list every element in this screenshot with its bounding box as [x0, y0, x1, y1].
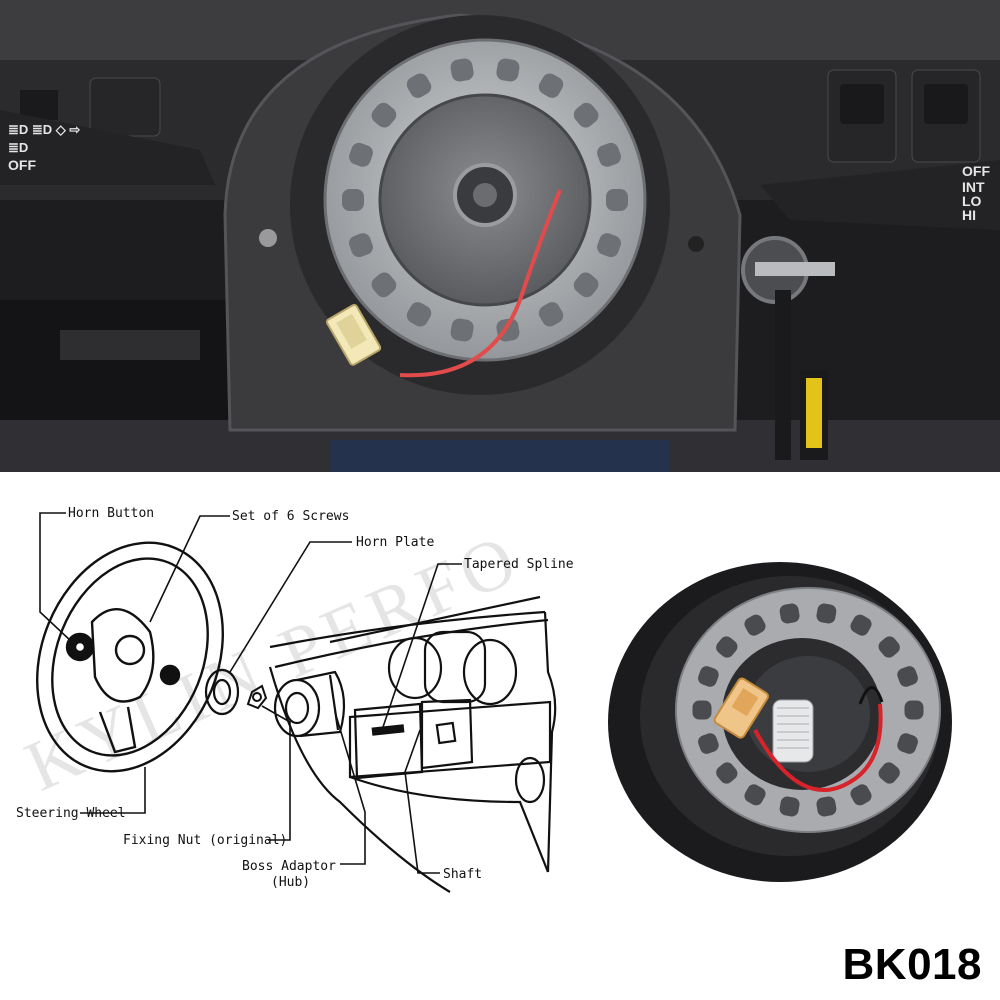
bolt-hole — [349, 142, 373, 167]
bolt-hole — [897, 733, 918, 754]
bolt-hole — [573, 102, 599, 128]
bolt-hole — [406, 73, 432, 98]
bolt-hole — [538, 73, 564, 98]
right-stalk-lo: LO — [962, 193, 982, 209]
right-stalk-int: INT — [962, 179, 985, 195]
bolt-hole — [450, 58, 474, 82]
bolt-hole — [878, 762, 900, 784]
left-stalk-line2: ≣D — [8, 140, 28, 155]
leader-lines — [39, 512, 462, 874]
bolt-hole — [371, 102, 397, 128]
installation-diagram: KYLIN PERFO — [0, 472, 1000, 1000]
label-fixing-nut: Fixing Nut (original) — [123, 833, 287, 848]
right-stalk-off: OFF — [962, 163, 990, 179]
label-tapered-spline: Tapered Spline — [464, 557, 574, 572]
bolt-hole — [597, 142, 621, 167]
product-code: BK018 — [842, 940, 982, 989]
boss-kit-product — [608, 562, 952, 882]
bolt-hole — [779, 603, 800, 624]
bolt-hole — [698, 733, 719, 754]
right-stalk-hi: HI — [962, 207, 976, 223]
bolt-hole — [816, 796, 837, 817]
bolt-hole — [744, 784, 766, 806]
dashboard-drawing — [268, 595, 557, 893]
bolt-hole — [850, 614, 872, 636]
bolt-hole — [342, 189, 364, 211]
steering-wheel-drawing — [36, 541, 224, 773]
bolt-hole — [349, 233, 373, 258]
bolt-hole — [779, 796, 800, 817]
bolt-hole — [878, 636, 900, 658]
bolt-hole — [371, 272, 397, 298]
bolt-hole — [904, 700, 924, 720]
label-horn-plate: Horn Plate — [356, 535, 434, 550]
bolt-hole — [606, 189, 628, 211]
bolt-hole — [692, 700, 712, 720]
label-horn-button: Horn Button — [68, 506, 154, 521]
bolt-hole — [496, 58, 520, 82]
bolt-hole — [716, 762, 738, 784]
bolt-hole — [698, 666, 719, 687]
label-boss-adaptor: Boss Adaptor — [242, 859, 336, 874]
bolt-hole — [850, 784, 872, 806]
bolt-hole — [450, 318, 474, 342]
bolt-hole — [573, 272, 599, 298]
fixing-nut-drawing — [246, 684, 268, 710]
bolt-hole — [716, 636, 738, 658]
left-stalk-line1: ≣D ≣D ◇ ⇨ — [8, 122, 80, 137]
bolt-hole — [406, 302, 432, 327]
boss-adaptor-drawing — [273, 670, 346, 738]
product-bolt-holes — [692, 603, 924, 817]
bolt-hole — [897, 666, 918, 687]
left-stalk-line3: OFF — [8, 157, 36, 173]
horn-plate-drawing — [204, 668, 240, 716]
hub-bolt-holes — [342, 58, 628, 342]
bolt-hole — [816, 603, 837, 624]
right-stalk-labels: OFF INT LO HI — [962, 163, 990, 223]
label-steering-wheel: Steering Wheel — [16, 806, 126, 821]
label-shaft: Shaft — [443, 867, 482, 882]
label-set-of-screws: Set of 6 Screws — [232, 509, 349, 524]
bolt-hole — [597, 233, 621, 258]
car-dashboard-photo: ≣D ≣D ◇ ⇨ ≣D OFF OFF INT LO HI — [0, 0, 1000, 472]
bolt-hole — [744, 614, 766, 636]
bolt-hole — [538, 302, 564, 327]
label-hub: (Hub) — [271, 875, 310, 890]
left-stalk-symbols: ≣D ≣D ◇ ⇨ ≣D OFF — [8, 122, 80, 173]
